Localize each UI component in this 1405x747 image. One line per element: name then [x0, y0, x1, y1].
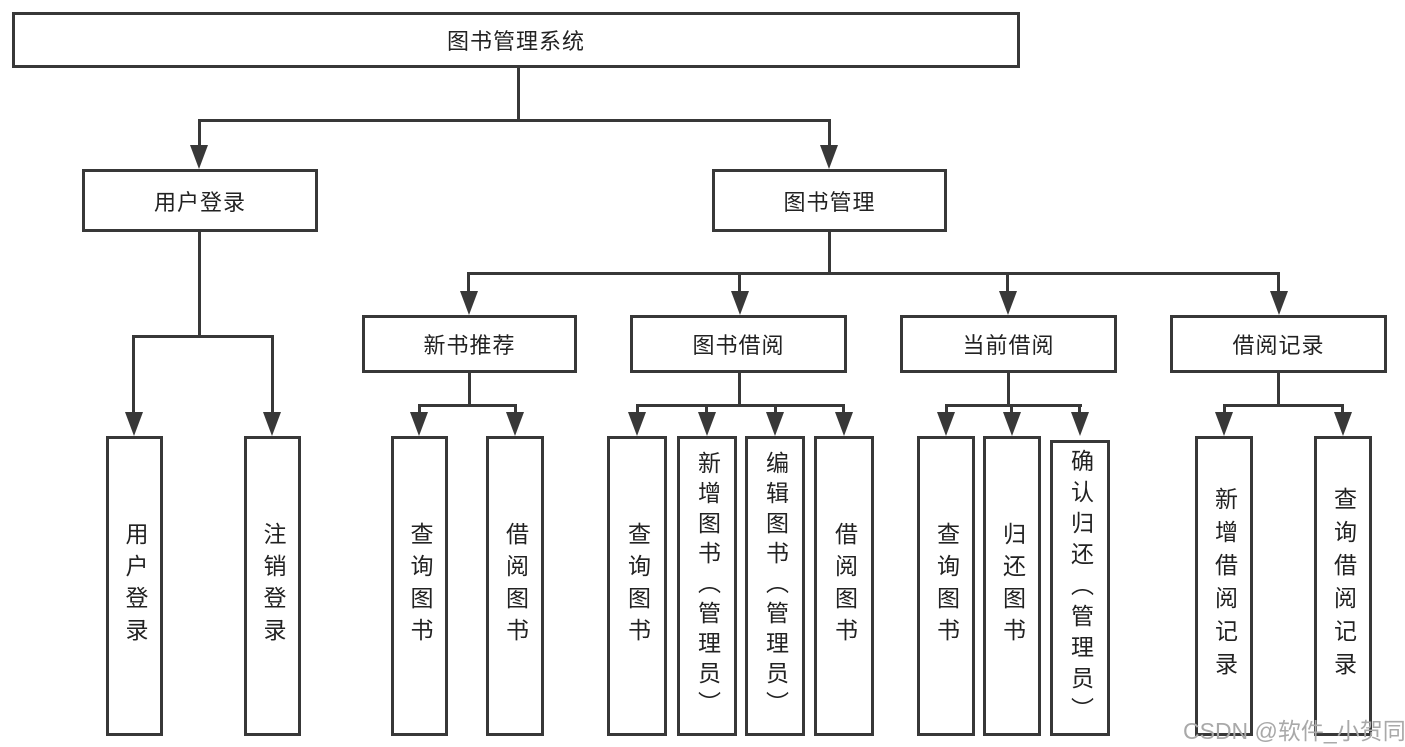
node-root-label: 图书管理系统: [446, 29, 585, 54]
arrow-down-icon: [506, 412, 524, 436]
leaf-return-books-label: 归还图书: [999, 522, 1026, 650]
connector-drop-leaf: [774, 404, 777, 416]
connector-drop-leaf: [418, 404, 421, 416]
leaf-query-books-borrow: 查询图书: [607, 436, 667, 736]
connector-drop-book-management: [828, 119, 831, 147]
leaf-borrow-books-recommend-label: 借阅图书: [502, 522, 529, 650]
connector-user-login-rail: [132, 335, 274, 338]
node-book-borrow-label: 图书借阅: [692, 333, 785, 358]
connector-drop-leaf: [1078, 404, 1081, 416]
connector-drop-leaf: [1010, 404, 1013, 416]
node-book-borrow: 图书借阅: [630, 315, 847, 373]
connector-borrow-records-stem: [1277, 373, 1280, 406]
leaf-query-books-current-label: 查询图书: [933, 522, 960, 650]
connector-book-management-stem: [828, 232, 831, 274]
node-current-borrow: 当前借阅: [900, 315, 1117, 373]
connector-book-borrow-rail: [636, 404, 845, 407]
arrow-down-icon: [937, 412, 955, 436]
arrow-down-icon: [263, 412, 281, 436]
leaf-add-borrow-record: 新增借阅记录: [1195, 436, 1253, 736]
arrow-down-icon: [731, 291, 749, 315]
leaf-confirm-return-admin: 确认归还（管理员）: [1050, 440, 1110, 736]
connector-drop-leaf: [636, 404, 639, 416]
connector-drop-user-login: [198, 119, 201, 147]
node-book-management: 图书管理: [712, 169, 947, 232]
connector-drop-borrow-records: [1277, 272, 1280, 294]
leaf-query-books-borrow-label: 查询图书: [624, 522, 651, 650]
arrow-down-icon: [460, 291, 478, 315]
node-user-login-label: 用户登录: [153, 189, 246, 215]
leaf-user-login: 用户登录: [106, 436, 163, 736]
connector-level2-rail: [198, 119, 831, 122]
arrow-down-icon: [1215, 412, 1233, 436]
connector-level3-rail: [468, 272, 1280, 275]
node-book-management-label: 图书管理: [783, 189, 876, 215]
connector-drop-leaf: [1341, 404, 1344, 416]
node-new-book-recommend-label: 新书推荐: [423, 333, 516, 358]
leaf-add-books-admin-label: 新增图书（管理员）: [694, 451, 721, 721]
connector-drop-leaf: [1223, 404, 1226, 416]
connector-drop-new-book: [467, 272, 470, 294]
connector-drop-leaf: [945, 404, 948, 416]
connector-new-book-rail: [418, 404, 517, 407]
arrow-down-icon: [1334, 412, 1352, 436]
node-new-book-recommend: 新书推荐: [362, 315, 577, 373]
connector-user-login-stem: [198, 232, 201, 337]
connector-drop-book-borrow: [738, 272, 741, 294]
leaf-query-borrow-record: 查询借阅记录: [1314, 436, 1372, 736]
leaf-confirm-return-admin-label: 确认归还（管理员）: [1067, 448, 1094, 728]
connector-drop-leaf: [514, 404, 517, 416]
connector-current-borrow-rail: [945, 404, 1082, 407]
node-borrow-records-label: 借阅记录: [1232, 333, 1325, 358]
leaf-return-books: 归还图书: [983, 436, 1041, 736]
arrow-down-icon: [820, 145, 838, 169]
connector-root-stem: [517, 68, 520, 121]
node-root: 图书管理系统: [12, 12, 1020, 68]
leaf-query-books-current: 查询图书: [917, 436, 975, 736]
leaf-borrow-books: 借阅图书: [814, 436, 874, 736]
leaf-query-books-recommend: 查询图书: [391, 436, 448, 736]
arrow-down-icon: [410, 412, 428, 436]
connector-drop-leaf: [271, 335, 274, 415]
node-user-login: 用户登录: [82, 169, 318, 232]
leaf-borrow-books-label: 借阅图书: [831, 522, 858, 650]
leaf-logout: 注销登录: [244, 436, 301, 736]
arrow-down-icon: [698, 412, 716, 436]
leaf-borrow-books-recommend: 借阅图书: [486, 436, 544, 736]
leaf-logout-label: 注销登录: [260, 522, 286, 650]
arrow-down-icon: [999, 291, 1017, 315]
connector-drop-leaf: [705, 404, 708, 416]
connector-new-book-stem: [468, 373, 471, 406]
arrow-down-icon: [190, 145, 208, 169]
connector-current-borrow-stem: [1007, 373, 1010, 406]
csdn-watermark: CSDN @软件_小贺同学: [1183, 718, 1405, 744]
arrow-down-icon: [125, 412, 143, 436]
arrow-down-icon: [835, 412, 853, 436]
leaf-query-borrow-record-label: 查询借阅记录: [1330, 487, 1357, 685]
arrow-down-icon: [628, 412, 646, 436]
node-borrow-records: 借阅记录: [1170, 315, 1387, 373]
leaf-add-borrow-record-label: 新增借阅记录: [1211, 487, 1238, 685]
leaf-edit-books-admin-label: 编辑图书（管理员）: [762, 451, 789, 721]
leaf-user-login-label: 用户登录: [122, 522, 148, 650]
node-current-borrow-label: 当前借阅: [962, 333, 1055, 358]
connector-book-borrow-stem: [738, 373, 741, 406]
arrow-down-icon: [1003, 412, 1021, 436]
connector-drop-leaf: [842, 404, 845, 416]
arrow-down-icon: [766, 412, 784, 436]
arrow-down-icon: [1270, 291, 1288, 315]
connector-drop-current-borrow: [1006, 272, 1009, 294]
connector-borrow-records-rail: [1223, 404, 1344, 407]
leaf-edit-books-admin: 编辑图书（管理员）: [745, 436, 805, 736]
leaf-add-books-admin: 新增图书（管理员）: [677, 436, 737, 736]
connector-drop-leaf: [132, 335, 135, 415]
arrow-down-icon: [1071, 412, 1089, 436]
leaf-query-books-recommend-label: 查询图书: [407, 522, 433, 650]
